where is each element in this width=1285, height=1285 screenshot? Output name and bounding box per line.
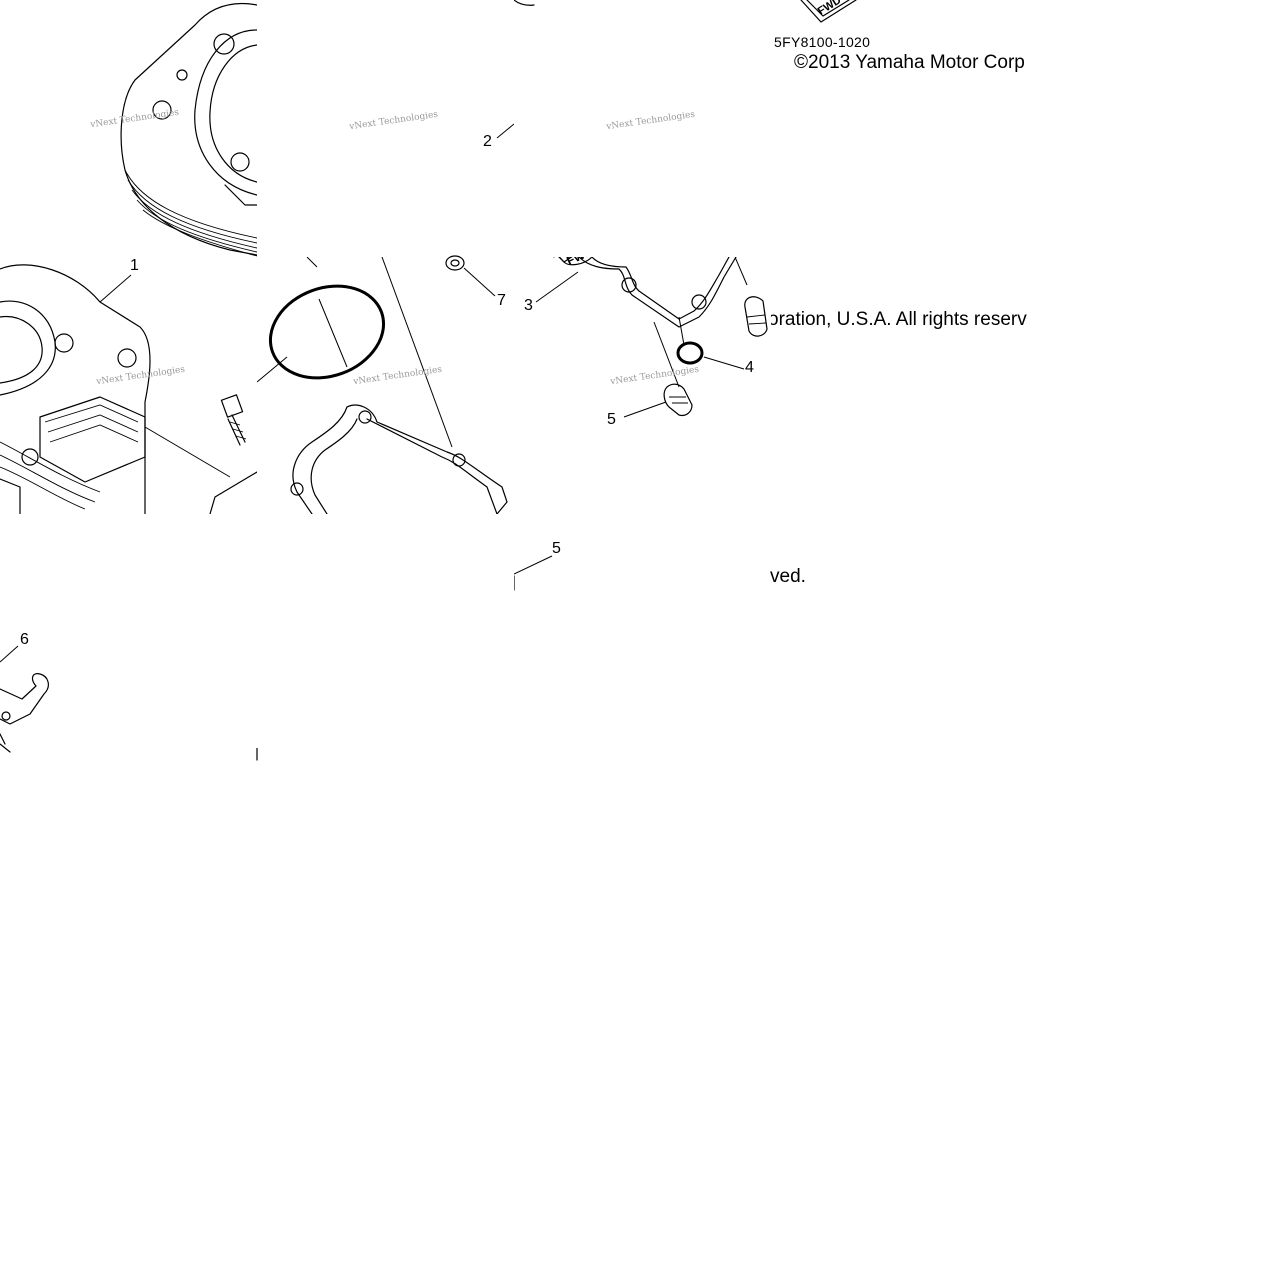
- callout-label-2: 2: [483, 133, 492, 150]
- diagram-tile-top-left: vNext Technologies: [0, 0, 257, 257]
- diagram-tile-lower-middle: 5: [514, 514, 771, 771]
- diagram-tile-mid-left: 1 vNext Technologies: [0, 257, 257, 514]
- diagram-tile-top-center: vNext Technologies: [514, 0, 771, 257]
- dowel-pin-upper: [735, 257, 768, 337]
- copyright-line-2: oration, U.S.A. All rights reserv: [771, 309, 1027, 330]
- part-code: 5FY8100-1020: [774, 34, 871, 50]
- callout-label-6: 6: [20, 631, 29, 648]
- head-gasket: [535, 257, 745, 418]
- copyright-line-1: ©2013 Yamaha Motor Corp: [794, 52, 1025, 73]
- o-ring-and-gasket: [257, 257, 508, 514]
- callout-label-5: 5: [607, 411, 616, 428]
- callout-label-4: 4: [745, 359, 754, 376]
- dowel-pin: [771, 257, 1028, 514]
- dowel-7-group: [445, 255, 496, 297]
- diagram-tile-mid-middle: vNext Technologies: [257, 257, 514, 514]
- o-ring: [268, 284, 386, 380]
- fwd-tab: [558, 257, 573, 263]
- copyright-line-3: ved.: [770, 566, 806, 587]
- callout-label-1: 1: [130, 257, 139, 274]
- cylinder-assembly: [0, 264, 257, 514]
- cylinder-top-view: [120, 2, 257, 257]
- small-o-ring: [676, 341, 704, 365]
- callout-label-3: 3: [524, 297, 533, 314]
- fwd-arrow-icon: [800, 0, 857, 23]
- diagram-tile-top-right: FWD 5FY8100-1020 ©2013 Yamaha Motor Corp: [771, 0, 1028, 257]
- diagram-tile-mid-center: FWD 3 4 5 vNext Technologies: [514, 257, 771, 514]
- diagram-tile-lower-left: 6: [0, 514, 257, 771]
- bracket-part-6: [0, 645, 49, 753]
- callout-label-7: 7: [497, 292, 506, 309]
- callout-label-5-lower: 5: [552, 540, 561, 557]
- diagram-tile-mid-right: oration, U.S.A. All rights reserv: [771, 257, 1028, 514]
- diagram-tile-top-middle: vNext Technologies 2: [257, 0, 514, 257]
